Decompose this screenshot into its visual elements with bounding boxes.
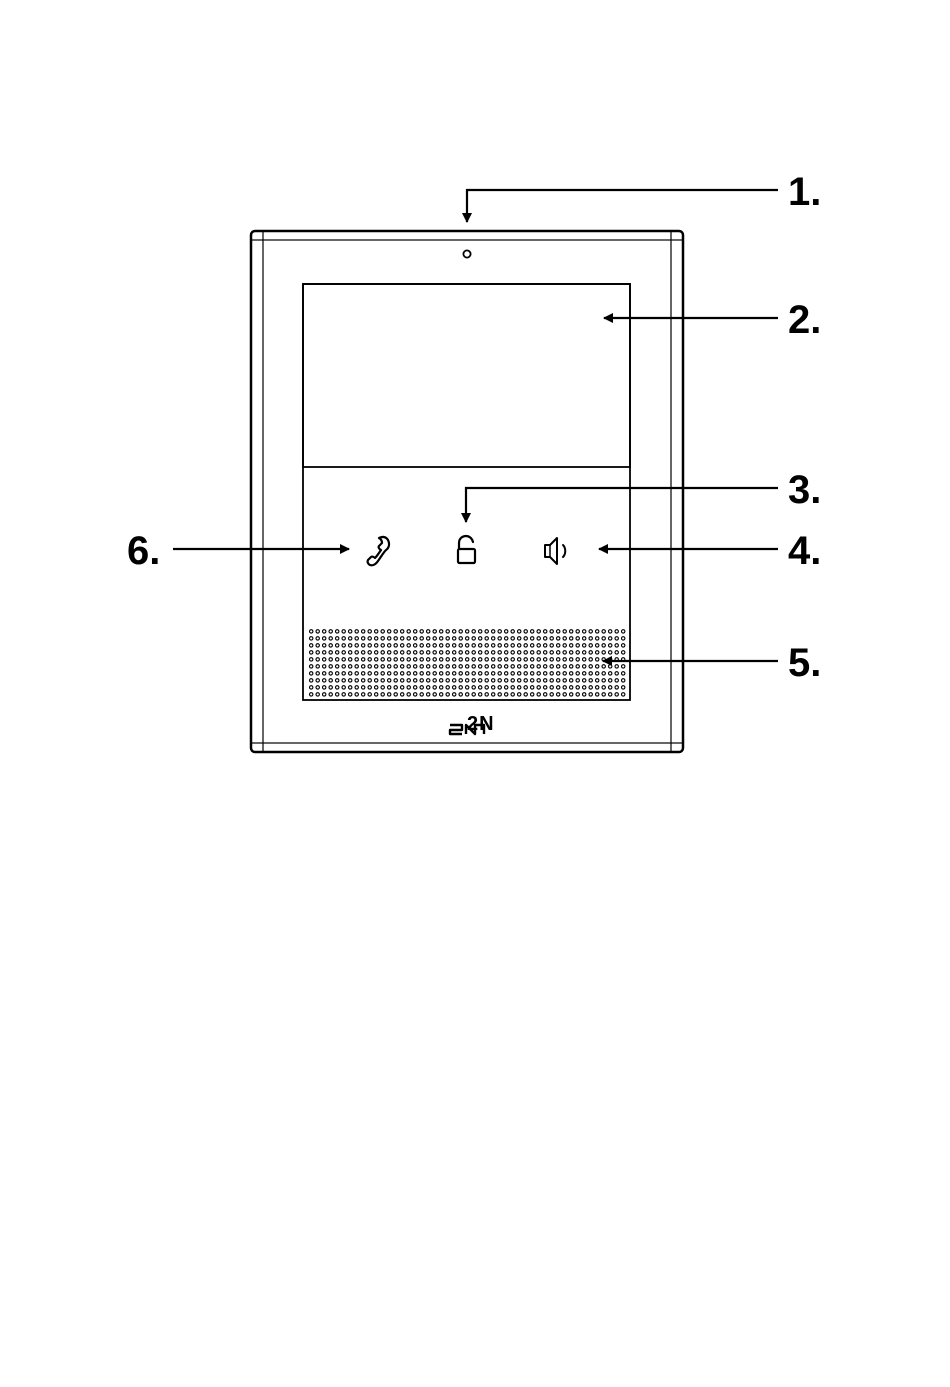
- callout-label-3: 3.: [788, 468, 821, 512]
- logo-2-glyph: [450, 725, 462, 734]
- brand-logo: 2N: [450, 713, 495, 735]
- speaker-grille: [308, 628, 626, 698]
- volume-button[interactable]: [545, 538, 565, 564]
- callout-label-6: 6.: [127, 529, 160, 573]
- logo-text: 2N: [467, 713, 495, 735]
- call-button[interactable]: [368, 537, 389, 565]
- callout-labels: 1. 2. 3. 4. 5. 6.: [127, 170, 821, 685]
- display-screen: [303, 284, 630, 467]
- leader-3: [466, 488, 778, 522]
- phone-handset-icon: [368, 537, 389, 565]
- callout-label-1: 1.: [788, 170, 821, 214]
- open-padlock-icon: [458, 536, 475, 563]
- leader-1: [467, 190, 778, 222]
- unlock-button[interactable]: [458, 536, 475, 563]
- speaker-icon: [545, 538, 565, 564]
- callout-label-4: 4.: [788, 529, 821, 573]
- callout-label-2: 2.: [788, 298, 821, 342]
- microphone-hole: [463, 250, 470, 257]
- callout-label-5: 5.: [788, 641, 821, 685]
- callout-leaders: [173, 190, 778, 661]
